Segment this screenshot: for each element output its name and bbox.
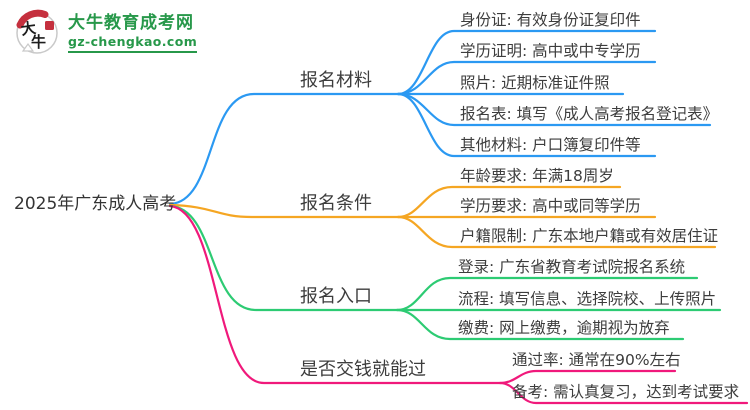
branch-lines-entry xyxy=(168,204,722,341)
leaf-exam-prep: 备考: 需认真复习，达到考试要求 xyxy=(512,383,740,401)
root-node: 2025年广东成人高考 xyxy=(14,194,177,214)
branch-lines-conditions xyxy=(168,185,717,249)
leaf-pass-rate: 通过率: 通常在90%左右 xyxy=(512,351,681,369)
leaf-id-card: 身份证: 有效身份证复印件 xyxy=(460,11,641,29)
leaf-residency-restriction: 户籍限制: 广东本地户籍或有效居住证 xyxy=(460,227,719,245)
leaf-process: 流程: 填写信息、选择院校、上传照片 xyxy=(458,290,717,308)
branch-label-pass: 是否交钱就能过 xyxy=(300,359,426,380)
branch-label-entry: 报名入口 xyxy=(300,286,372,307)
leaf-age-requirement: 年龄要求: 年满18周岁 xyxy=(460,167,614,185)
svg-text:大: 大 xyxy=(20,19,37,39)
logo-domain: gz-chengkao.com xyxy=(68,34,198,53)
branch-label-materials: 报名材料 xyxy=(300,70,372,91)
leaf-other-materials: 其他材料: 户口簿复印件等 xyxy=(460,136,641,154)
leaf-education-requirement: 学历要求: 高中或同等学历 xyxy=(460,197,641,215)
leaf-education-proof: 学历证明: 高中或中专学历 xyxy=(460,42,641,60)
svg-text:牛: 牛 xyxy=(31,33,46,51)
leaf-login: 登录: 广东省教育考试院报名系统 xyxy=(458,258,686,276)
logo-bull-icon: 大 牛 xyxy=(16,9,58,54)
branch-lines-materials xyxy=(168,29,712,206)
logo-text: 大牛教育成考网 gz-chengkao.com xyxy=(68,12,198,53)
site-logo: 大 牛 大牛教育成考网 gz-chengkao.com xyxy=(14,9,198,56)
leaf-photo: 照片: 近期标准证件照 xyxy=(460,74,610,92)
logo-title: 大牛教育成考网 xyxy=(68,12,194,33)
leaf-payment: 缴费: 网上缴费，逾期视为放弃 xyxy=(458,319,670,337)
branch-label-conditions: 报名条件 xyxy=(300,193,372,214)
leaf-registration-form: 报名表: 填写《成人高考报名登记表》 xyxy=(460,105,719,123)
branch-lines-pass xyxy=(168,204,749,405)
